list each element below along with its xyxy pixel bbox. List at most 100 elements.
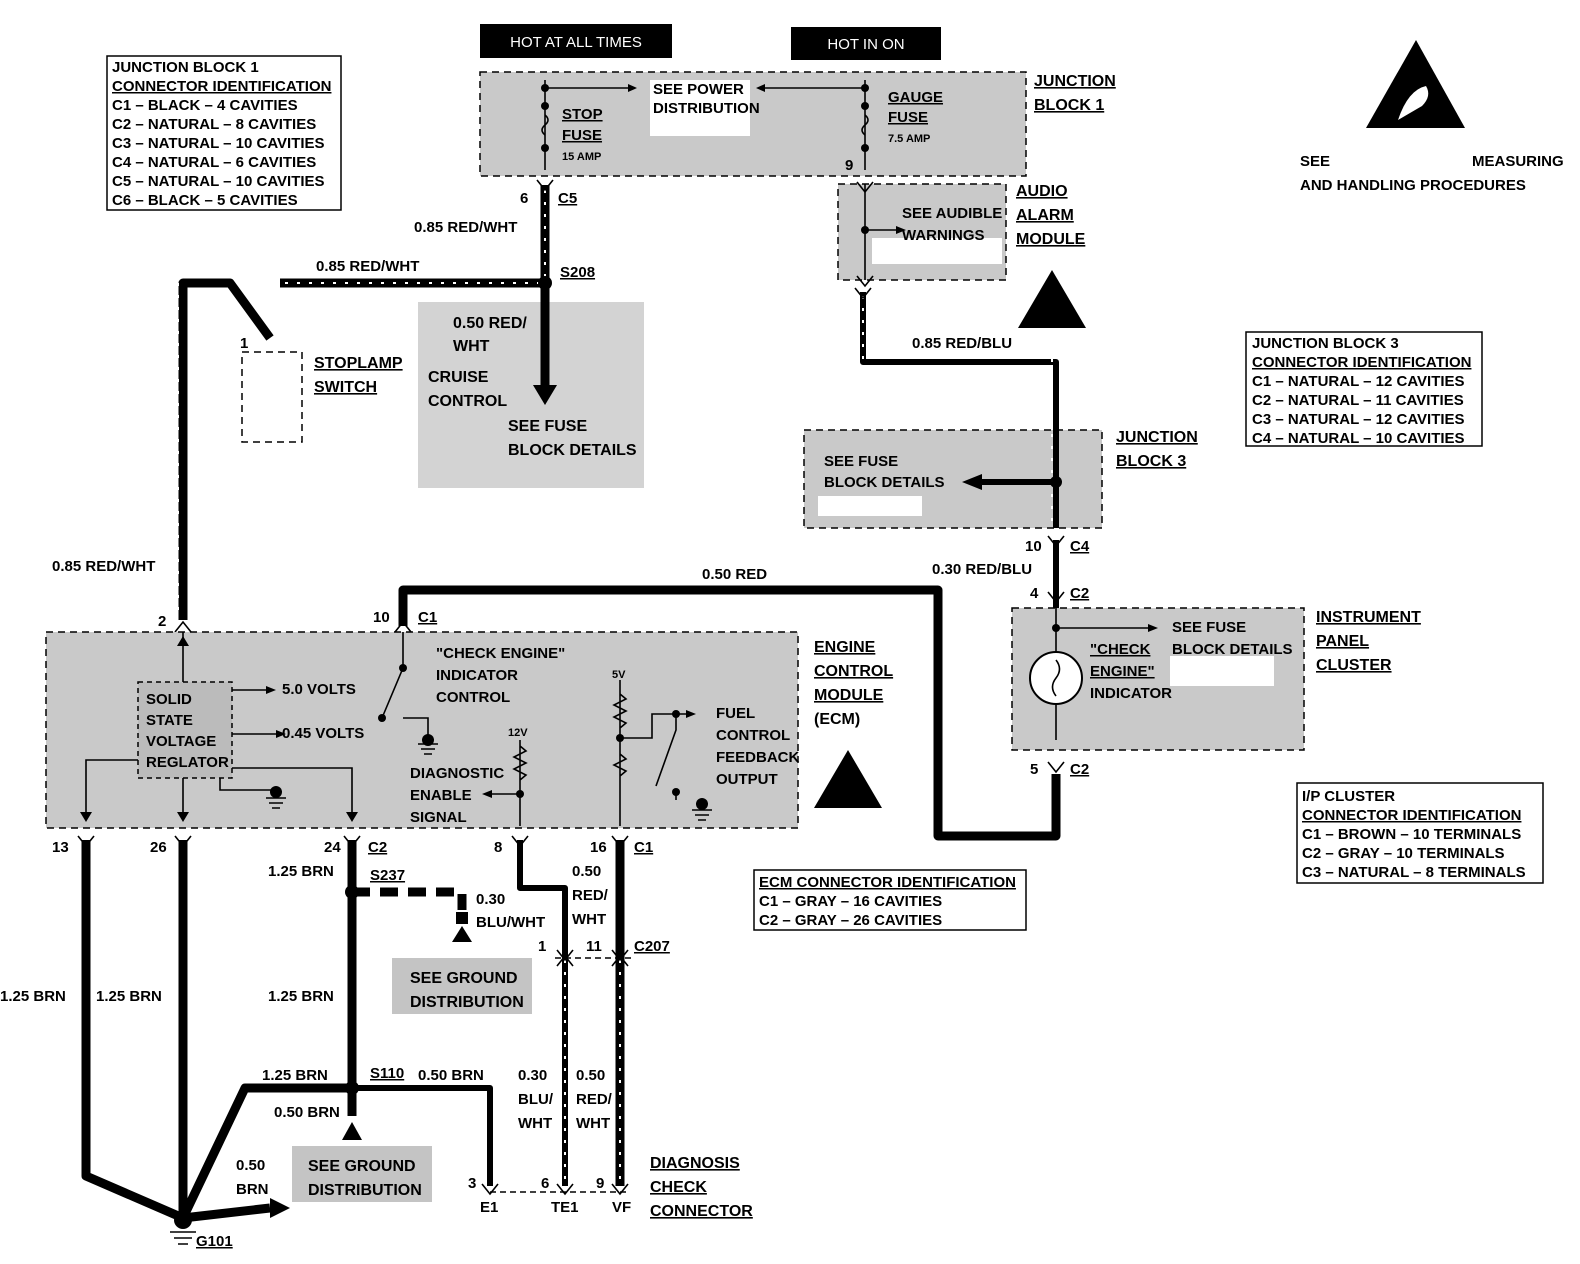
ecm-id-line: C2 – GRAY – 26 CAVITIES (759, 912, 942, 929)
esd-note: SEE MEASURING AND HANDLING PROCEDURES (1300, 153, 1564, 194)
jb1-id-line: C4 – NATURAL – 6 CAVITIES (112, 154, 316, 171)
dlc-te1-label: TE1 (551, 1199, 579, 1216)
ipc-see-fuse: SEE FUSE (1172, 619, 1246, 636)
jb3-id-subtitle: CONNECTOR IDENTIFICATION (1252, 354, 1471, 371)
wire-label-050: 0.50 (576, 1067, 605, 1084)
pin-5-label: 5 (1030, 761, 1038, 778)
jb1-id-line: C2 – NATURAL – 8 CAVITIES (112, 116, 316, 133)
ip-connector-id-box: I/P CLUSTER CONNECTOR IDENTIFICATION C1 … (1296, 782, 1544, 884)
ecm-label-2: CONTROL (814, 663, 893, 680)
hot-at-all-times-label: HOT AT ALL TIMES (510, 34, 642, 51)
diag-label-3: SIGNAL (410, 809, 467, 826)
see-power-label: SEE POWER (653, 81, 744, 98)
hot-in-on-label: HOT IN ON (827, 36, 904, 53)
wire-label-085-red-wht: 0.85 RED/WHT (316, 258, 419, 275)
c207-label: C207 (634, 938, 670, 955)
g101-label: G101 (196, 1233, 233, 1250)
s110-label: S110 (370, 1065, 404, 1082)
cruise-see-fuse: SEE FUSE (508, 418, 587, 435)
pin-16-label: 16 (590, 839, 607, 856)
wire-label-085-red-blu: 0.85 RED/BLU (912, 335, 1012, 352)
audio-label-3: MODULE (1016, 231, 1086, 248)
ipc-indicator-label: INDICATOR (1090, 685, 1172, 702)
stoplamp-label-2: SWITCH (314, 379, 377, 396)
jb1-id-line: C5 – NATURAL – 10 CAVITIES (112, 173, 325, 190)
pin-9-label: 9 (596, 1175, 604, 1192)
wire-label-050-brn: 0.50 BRN (274, 1104, 340, 1121)
junction-block-1: SEE POWER DISTRIBUTION STOP FUSE 15 AMP … (479, 71, 1116, 177)
wire-label-wht: WHT (576, 1115, 610, 1132)
ecm-label-4: (ECM) (814, 711, 860, 728)
wire-label-blu-slash: BLU/ (518, 1091, 554, 1108)
regulator-line: REGLATOR (146, 754, 229, 771)
wire-label-050: 0.50 (236, 1157, 265, 1174)
ecm-id-title: ECM CONNECTOR IDENTIFICATION (759, 874, 1016, 891)
warnings-label: WARNINGS (902, 227, 985, 244)
ip-id-subtitle: CONNECTOR IDENTIFICATION (1302, 807, 1521, 824)
jb1-id-line: C6 – BLACK – 5 CAVITIES (112, 192, 298, 209)
dlc-label-3: CONNECTOR (650, 1203, 753, 1220)
wire-label-blu-wht: BLU/WHT (476, 914, 545, 931)
ip-id-line: C3 – NATURAL – 8 TERMINALS (1302, 864, 1526, 881)
wire-label-125-brn: 1.25 BRN (0, 988, 66, 1005)
pin-10-label: 10 (373, 609, 390, 626)
c1-label: C1 (418, 609, 437, 626)
12v-label: 12V (508, 727, 528, 739)
cruise-label-1: CRUISE (428, 369, 489, 386)
wire-label-125-brn: 1.25 BRN (268, 988, 334, 1005)
jb3-id-line: C1 – NATURAL – 12 CAVITIES (1252, 373, 1465, 390)
wire-label-030: 0.30 (518, 1067, 547, 1084)
pin-6-label: 6 (520, 190, 528, 207)
s237-label: S237 (370, 867, 405, 884)
audio-label-2: ALARM (1016, 207, 1074, 224)
5v-label: 5V (612, 669, 626, 681)
wire-label-red-slash: RED/ (572, 887, 609, 904)
diag-label-1: DIAGNOSTIC (410, 765, 504, 782)
check-engine-label: "CHECK ENGINE" (436, 645, 565, 662)
wire-label-050: 0.50 (572, 863, 601, 880)
wire-label-030-red-blu: 0.30 RED/BLU (932, 561, 1032, 578)
wire-label-050-brn: 0.50 BRN (418, 1067, 484, 1084)
audio-label-1: AUDIO (1016, 183, 1068, 200)
cruise-label-2: CONTROL (428, 393, 507, 410)
stoplamp-label-1: STOPLAMP (314, 355, 403, 372)
wire-label-085-red-wht: 0.85 RED/WHT (414, 219, 517, 236)
jb1-id-line: C3 – NATURAL – 10 CAVITIES (112, 135, 325, 152)
cruise-wire-label-1: 0.50 RED/ (453, 315, 527, 332)
gauge-label: GAUGE (888, 89, 943, 106)
dlc-e1-label: E1 (480, 1199, 498, 1216)
jb3-id-title: JUNCTION BLOCK 3 (1252, 335, 1399, 352)
jb3-label-2: BLOCK 3 (1116, 453, 1186, 470)
jb3-id-line: C4 – NATURAL – 10 CAVITIES (1252, 430, 1465, 447)
jb1-label-2: BLOCK 1 (1034, 97, 1104, 114)
ecm-label-1: ENGINE (814, 639, 876, 656)
fuel-label-2: CONTROL (716, 727, 790, 744)
pin-2-label: 2 (158, 613, 166, 630)
stop-label: STOP (562, 106, 603, 123)
ipc-label-2: PANEL (1316, 633, 1369, 650)
wire-050-red (398, 585, 1061, 841)
jb3-id-line: C2 – NATURAL – 11 CAVITIES (1252, 392, 1464, 409)
wire-050-brn-s110-e1 (352, 1085, 493, 1186)
ecm-045v-output: 0.45 VOLTS (282, 725, 364, 742)
jb1-connector-id-box: JUNCTION BLOCK 1 CONNECTOR IDENTIFICATIO… (106, 55, 342, 211)
wire-030-blu-wht (517, 840, 568, 1186)
ground-dist-line1: SEE GROUND (410, 970, 518, 987)
regulator-line: VOLTAGE (146, 733, 216, 750)
fuel-label-4: OUTPUT (716, 771, 778, 788)
wire-085-red-wht-s208-stoplamp (178, 278, 545, 620)
dlc-label-2: CHECK (650, 1179, 707, 1196)
stop-amp-label: 15 AMP (562, 151, 601, 163)
jb1-id-line: C1 – BLACK – 4 CAVITIES (112, 97, 298, 114)
wire-label-125-brn: 1.25 BRN (262, 1067, 328, 1084)
ipc-label-3: CLUSTER (1316, 657, 1392, 674)
ground-distribution-1: SEE GROUND DISTRIBUTION (392, 958, 532, 1014)
ipc-check-label: "CHECK (1090, 641, 1151, 658)
ip-id-title: I/P CLUSTER (1302, 788, 1395, 805)
fuel-label-3: FEEDBACK (716, 749, 800, 766)
ip-id-line: C2 – GRAY – 10 TERMINALS (1302, 845, 1505, 862)
audio-alarm-module: SEE AUDIBLE WARNINGS AUDIO ALARM MODULE (837, 181, 1086, 288)
stoplamp-switch: 1 STOPLAMP SWITCH (240, 335, 403, 443)
jb3-connector-id-box: JUNCTION BLOCK 3 CONNECTOR IDENTIFICATIO… (1245, 331, 1483, 447)
